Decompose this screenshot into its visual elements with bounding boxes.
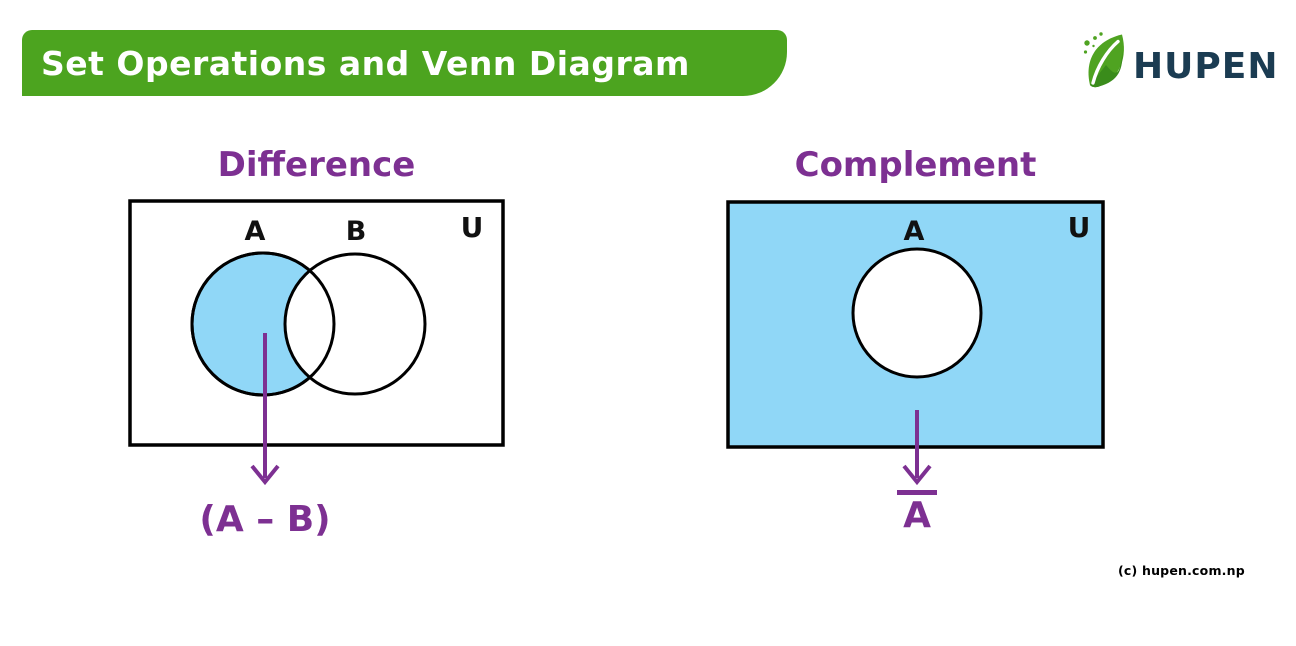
title-banner: Set Operations and Venn Diagram: [22, 30, 787, 96]
difference-universe-label: U: [461, 211, 484, 244]
difference-pointer-arrowhead: [250, 464, 280, 486]
brand-name: HUPEN: [1133, 46, 1279, 87]
complement-heading: Complement: [794, 145, 1037, 185]
brand-logo: HUPEN: [1082, 31, 1278, 96]
complement-pointer-arrowhead: [902, 464, 932, 486]
complement-result-label: A: [897, 490, 937, 535]
leaf-icon: [1082, 31, 1128, 96]
difference-result-formula: (A – B): [199, 499, 331, 540]
difference-set-a-label: A: [245, 216, 266, 247]
complement-result-formula: A: [817, 490, 1017, 536]
complement-set-a-circle: [851, 247, 983, 379]
difference-heading: Difference: [217, 145, 416, 185]
page-title: Set Operations and Venn Diagram: [41, 43, 690, 83]
difference-set-b-circle: [283, 252, 427, 396]
copyright-credit: (c) hupen.com.np: [1118, 563, 1245, 578]
complement-set-a-label: A: [904, 216, 925, 247]
difference-set-b-label: B: [346, 216, 367, 247]
complement-universe-label: U: [1068, 211, 1091, 244]
